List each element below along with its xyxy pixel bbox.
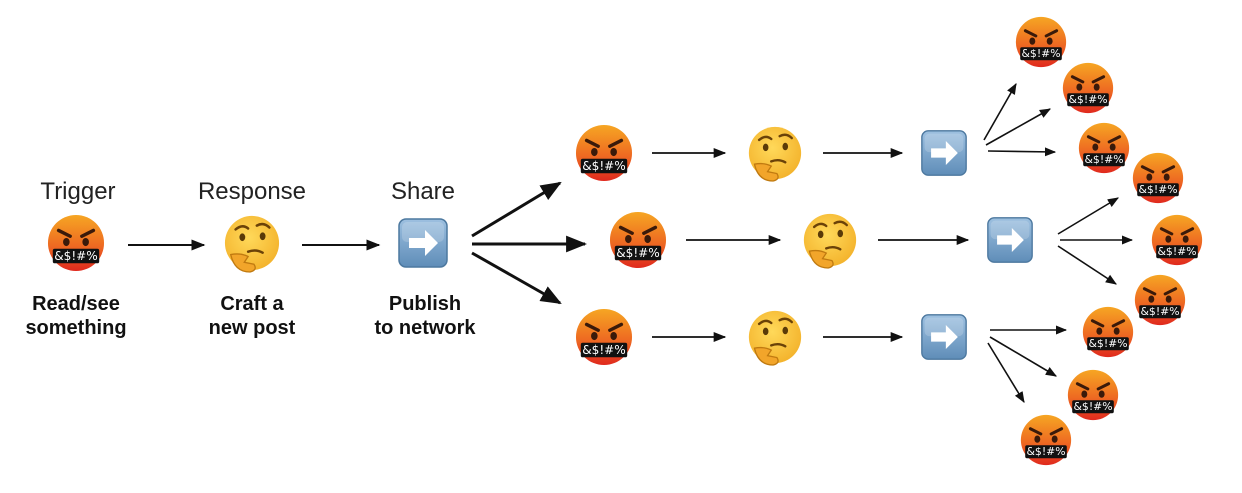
caption-response: Craft a new post <box>172 292 332 340</box>
stage-label-share: Share <box>390 178 456 205</box>
symbol-text: &$!#% <box>54 249 98 263</box>
flow-arrow <box>987 147 1057 157</box>
angry-face-with-symbols-icon: &$!#% <box>1134 274 1186 326</box>
thinking-face-icon <box>748 310 802 366</box>
flow-arrow <box>471 251 562 305</box>
symbol-text: &$!#% <box>1073 400 1112 413</box>
flow-arrow <box>1057 197 1119 235</box>
symbol-text: &$!#% <box>1084 153 1123 166</box>
right-arrow-button-icon <box>921 314 967 360</box>
caption-share-line-1: Publish <box>388 293 462 315</box>
caption-share: Publish to network <box>345 292 505 340</box>
flow-arrow <box>983 83 1017 141</box>
right-arrow-button-icon <box>398 218 448 268</box>
thinking-face-icon <box>748 126 802 182</box>
symbol-text: &$!#% <box>1088 337 1127 350</box>
thinking-face-icon <box>803 213 857 269</box>
angry-face-with-symbols-icon: &$!#% <box>1062 62 1114 114</box>
thinking-face-icon <box>224 215 280 273</box>
angry-face-with-symbols-icon: &$!#% <box>1067 369 1119 421</box>
angry-face-with-symbols-icon: &$!#% <box>609 211 667 269</box>
angry-face-with-symbols-icon: &$!#% <box>1015 16 1067 68</box>
right-arrow-button-icon <box>921 130 967 176</box>
symbol-text: &$!#% <box>1157 245 1196 258</box>
caption-response-line-2: new post <box>208 317 296 339</box>
symbol-text: &$!#% <box>582 343 626 357</box>
angry-face-with-symbols-icon: &$!#% <box>1020 414 1072 466</box>
caption-response-line-1: Craft a <box>220 293 284 315</box>
angry-face-with-symbols-icon: &$!#% <box>1151 214 1203 266</box>
flow-arrow <box>471 181 562 238</box>
symbol-text: &$!#% <box>616 246 660 260</box>
caption-trigger-line-2: something <box>25 317 127 339</box>
symbol-text: &$!#% <box>582 159 626 173</box>
flow-arrow <box>989 336 1057 377</box>
stage-label-response: Response <box>197 178 307 205</box>
symbol-text: &$!#% <box>1068 93 1107 106</box>
angry-face-with-symbols-icon: &$!#% <box>575 308 633 366</box>
caption-trigger-line-1: Read/see <box>32 293 120 315</box>
symbol-text: &$!#% <box>1138 183 1177 196</box>
symbol-text: &$!#% <box>1021 47 1060 60</box>
stage-label-trigger: Trigger <box>40 178 116 205</box>
angry-face-with-symbols-icon: &$!#% <box>575 124 633 182</box>
caption-share-line-2: to network <box>374 317 476 339</box>
symbol-text: &$!#% <box>1140 305 1179 318</box>
caption-trigger: Read/see something <box>0 292 156 340</box>
angry-face-with-symbols-icon: &$!#% <box>1078 122 1130 174</box>
flow-arrow <box>1057 245 1117 285</box>
right-arrow-button-icon <box>987 217 1033 263</box>
flow-arrow <box>985 108 1051 146</box>
angry-face-with-symbols-icon: &$!#% <box>1082 306 1134 358</box>
flow-arrow <box>987 342 1025 403</box>
symbol-text: &$!#% <box>1026 445 1065 458</box>
icons-layer: &$!#% &$!#% &$!#% &$!#% &$!#% &$!#% &$!#% &$!#%… <box>47 16 1203 466</box>
angry-face-with-symbols-icon: &$!#% <box>1132 152 1184 204</box>
arrows-layer <box>128 83 1134 403</box>
angry-face-with-symbols-icon: &$!#% <box>47 214 105 272</box>
